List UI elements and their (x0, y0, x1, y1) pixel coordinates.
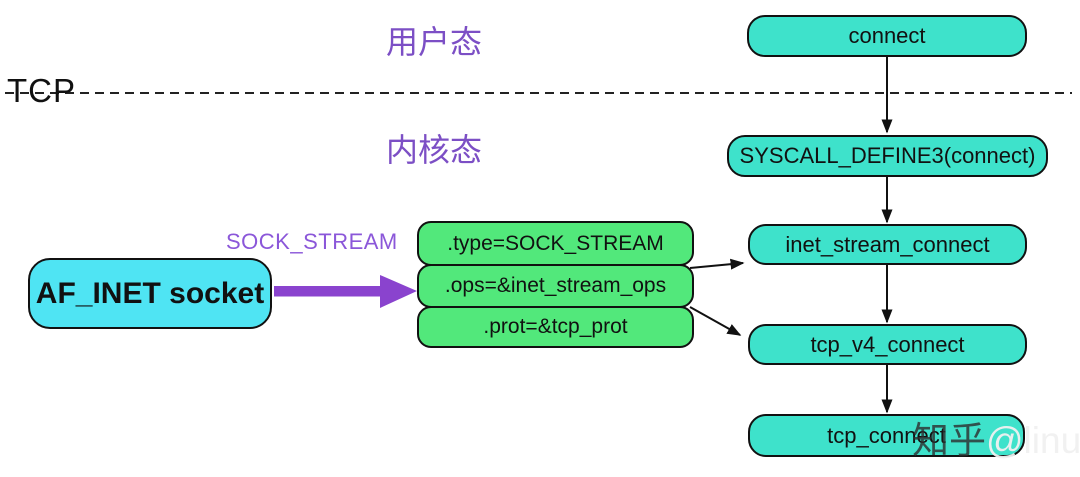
kernel-mode-label: 内核态 (386, 132, 483, 168)
watermark: 知乎@linux (912, 410, 1080, 464)
node-inet-stream-connect: inet_stream_connect (748, 224, 1027, 265)
struct-field-type: .type=SOCK_STREAM (417, 221, 694, 266)
node-tcp-connect: tcp_connect (748, 414, 1025, 457)
user-mode-label: 用户态 (386, 24, 483, 60)
node-syscall-define3-connect: SYSCALL_DEFINE3(connect) (727, 135, 1048, 177)
struct-field-prot: .prot=&tcp_prot (417, 306, 694, 348)
node-tcp-v4-connect: tcp_v4_connect (748, 324, 1027, 365)
struct-field-ops: .ops=&inet_stream_ops (417, 264, 694, 308)
tcp-protocol-label: TCP (7, 72, 76, 109)
arrow-ops-to-inet-stream-connect (689, 258, 745, 270)
watermark-brand: 知乎 (912, 420, 986, 461)
arrow-prot-to-tcp-v4-connect (689, 306, 742, 336)
watermark-handle: @linux (986, 420, 1080, 461)
node-connect: connect (747, 15, 1027, 57)
sock-stream-arrow (274, 275, 417, 308)
node-af-inet-socket: AF_INET socket (28, 258, 272, 329)
sock-stream-arrow-label: SOCK_STREAM (226, 229, 398, 254)
